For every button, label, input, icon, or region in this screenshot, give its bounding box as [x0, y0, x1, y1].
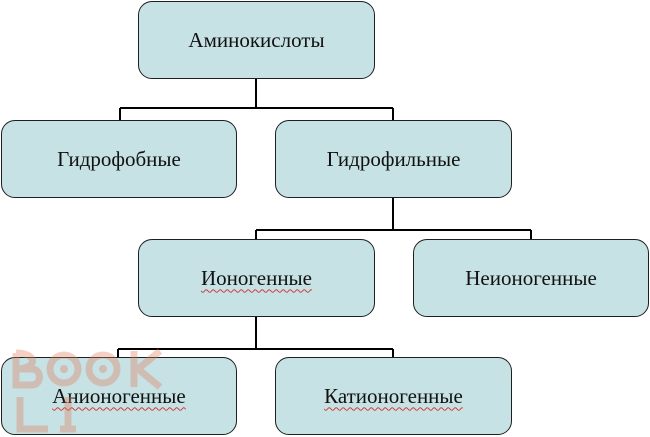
node-hydrophilic[interactable]: Гидрофильные [275, 120, 512, 198]
node-nonionogenic[interactable]: Неионогенные [413, 239, 649, 317]
node-label: Катионогенные [324, 383, 463, 408]
node-amino-acids[interactable]: Аминокислоты [138, 1, 375, 79]
node-ionogenic[interactable]: Ионогенные [138, 239, 375, 317]
node-label: Неионогенные [465, 265, 597, 290]
node-label: Гидрофильные [326, 146, 461, 171]
book-logo-watermark-icon [12, 348, 163, 433]
node-anionogenic[interactable]: Анионогенные [1, 357, 237, 435]
node-cationogenic[interactable]: Катионогенные [275, 357, 512, 435]
node-label: Ионогенные [201, 265, 312, 290]
node-label: Гидрофобные [57, 146, 181, 171]
node-label: Анионогенные [52, 383, 186, 408]
node-label: Аминокислоты [188, 27, 325, 52]
node-hydrophobic[interactable]: Гидрофобные [1, 120, 237, 198]
